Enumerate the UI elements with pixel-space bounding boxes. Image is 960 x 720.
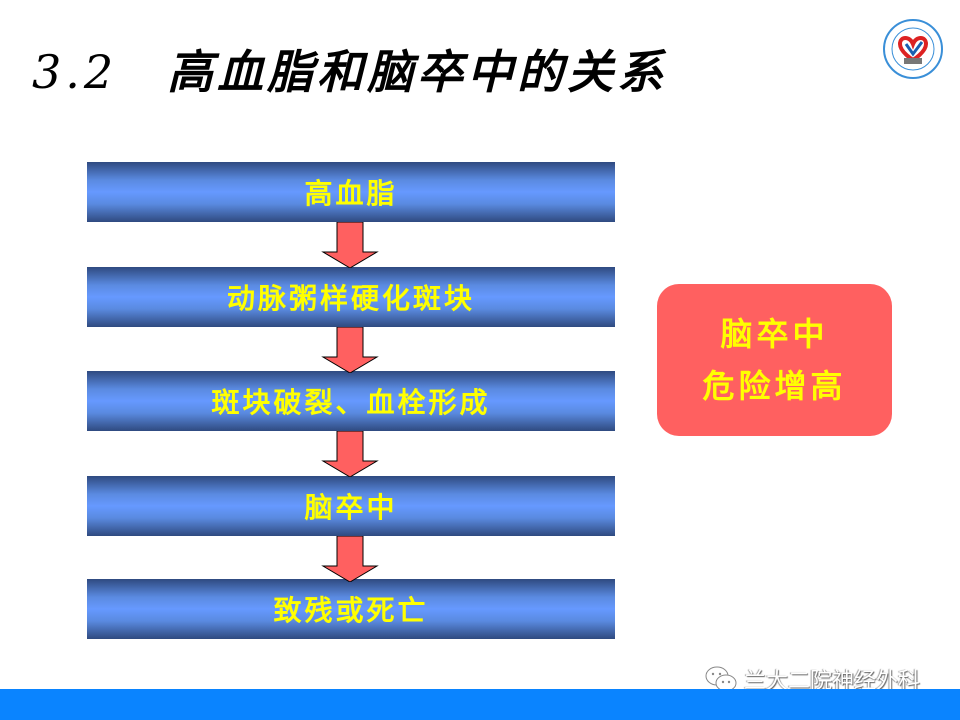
footer-bar [0, 689, 960, 720]
flow-step-atherosclerotic-plaque: 动脉粥样硬化斑块 [87, 267, 615, 327]
stroke-risk-box: 脑卒中 危险增高 [657, 284, 892, 436]
flow-step-disability-death: 致残或死亡 [87, 579, 615, 639]
down-arrow-icon [321, 222, 379, 268]
risk-line-2: 危险增高 [702, 367, 847, 405]
flow-step-hyperlipidemia: 高血脂 [87, 162, 615, 222]
hospital-seal-logo [883, 19, 943, 79]
down-arrow-icon [321, 327, 379, 373]
flow-step-stroke: 脑卒中 [87, 476, 615, 536]
risk-line-1: 脑卒中 [720, 315, 829, 353]
down-arrow-icon [321, 431, 379, 477]
flow-step-plaque-rupture-thrombosis: 斑块破裂、血栓形成 [87, 371, 615, 431]
down-arrow-icon [321, 536, 379, 582]
